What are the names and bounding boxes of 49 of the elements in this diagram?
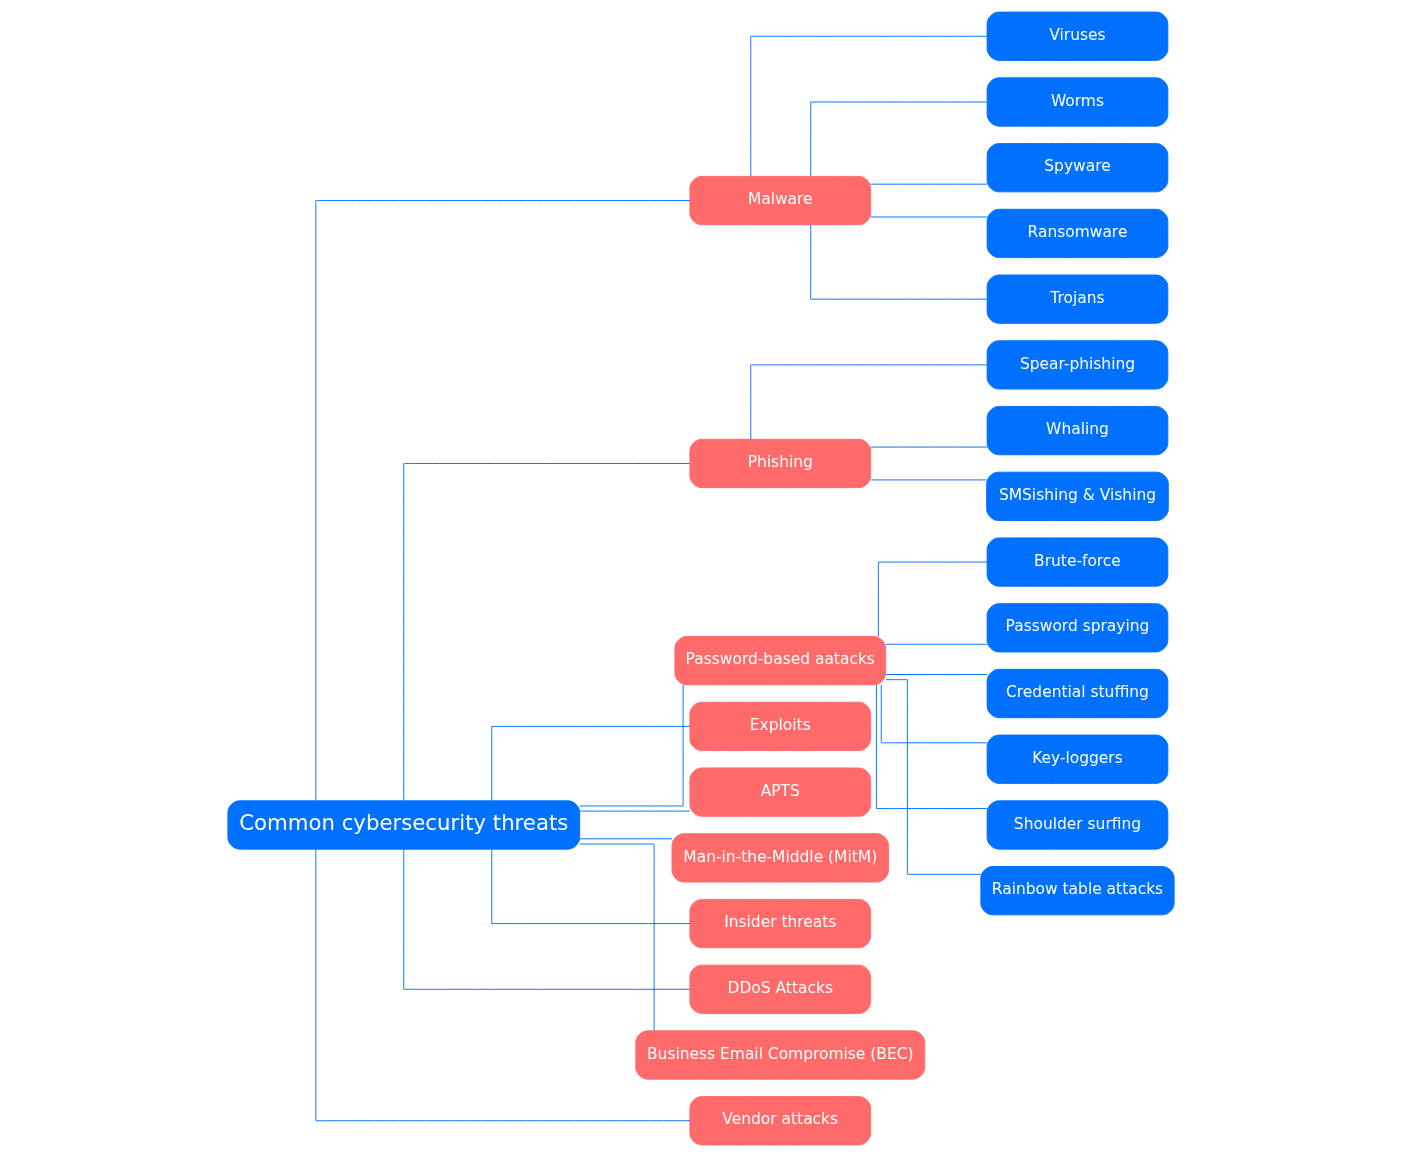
node-box: Brute-force <box>986 537 1169 587</box>
node-box: Key-loggers <box>986 734 1169 784</box>
connector <box>315 200 691 801</box>
node-box: Shoulder surfing <box>986 800 1169 850</box>
connector <box>579 684 684 807</box>
node-box: Whaling <box>986 405 1169 456</box>
connector <box>877 561 988 637</box>
connector <box>885 674 988 675</box>
node-box: SMSishing & Vishing <box>986 471 1169 521</box>
node-box: Business Email Compromise (BEC) <box>635 1030 926 1080</box>
node-box: Spear-phishing <box>986 340 1169 390</box>
node-box: Insider threats <box>689 898 872 949</box>
connector <box>491 725 691 802</box>
node-box: Trojans <box>986 274 1169 324</box>
connector <box>750 364 988 440</box>
connector <box>810 224 988 300</box>
node-box: Ransomware <box>986 208 1169 259</box>
connector <box>870 446 988 448</box>
node-box: Worms <box>986 77 1169 127</box>
node-box: Viruses <box>986 11 1169 61</box>
node-box: Spyware <box>986 143 1169 193</box>
connector <box>579 843 655 1032</box>
connector <box>491 848 691 925</box>
node-box: Malware <box>689 175 872 226</box>
connector <box>870 216 988 218</box>
node-box: Password spraying <box>986 603 1169 653</box>
node-box: Phishing <box>689 438 872 489</box>
connector <box>403 463 691 802</box>
connector <box>875 684 988 810</box>
connector <box>315 848 691 1122</box>
node-box: Rainbow table attacks <box>980 866 1175 916</box>
node-box: Common cybersecurity threats <box>227 800 581 850</box>
node-box: Password-based aatacks <box>674 636 887 686</box>
connector <box>870 479 987 481</box>
connector <box>885 643 988 645</box>
connector <box>579 838 673 840</box>
node-box: Credential stuffing <box>986 668 1169 719</box>
connector <box>885 679 982 875</box>
node-box: APTS <box>689 767 872 817</box>
node-box: DDoS Attacks <box>689 964 872 1014</box>
node-box: Exploits <box>689 701 872 752</box>
connector <box>579 810 691 812</box>
node-box: Man-in-the-Middle (MitM) <box>671 833 889 883</box>
connector <box>750 35 988 177</box>
connector <box>870 183 988 185</box>
connector <box>810 101 988 177</box>
node-box: Vendor attacks <box>689 1096 872 1146</box>
connector <box>403 848 691 990</box>
connector <box>880 684 988 744</box>
